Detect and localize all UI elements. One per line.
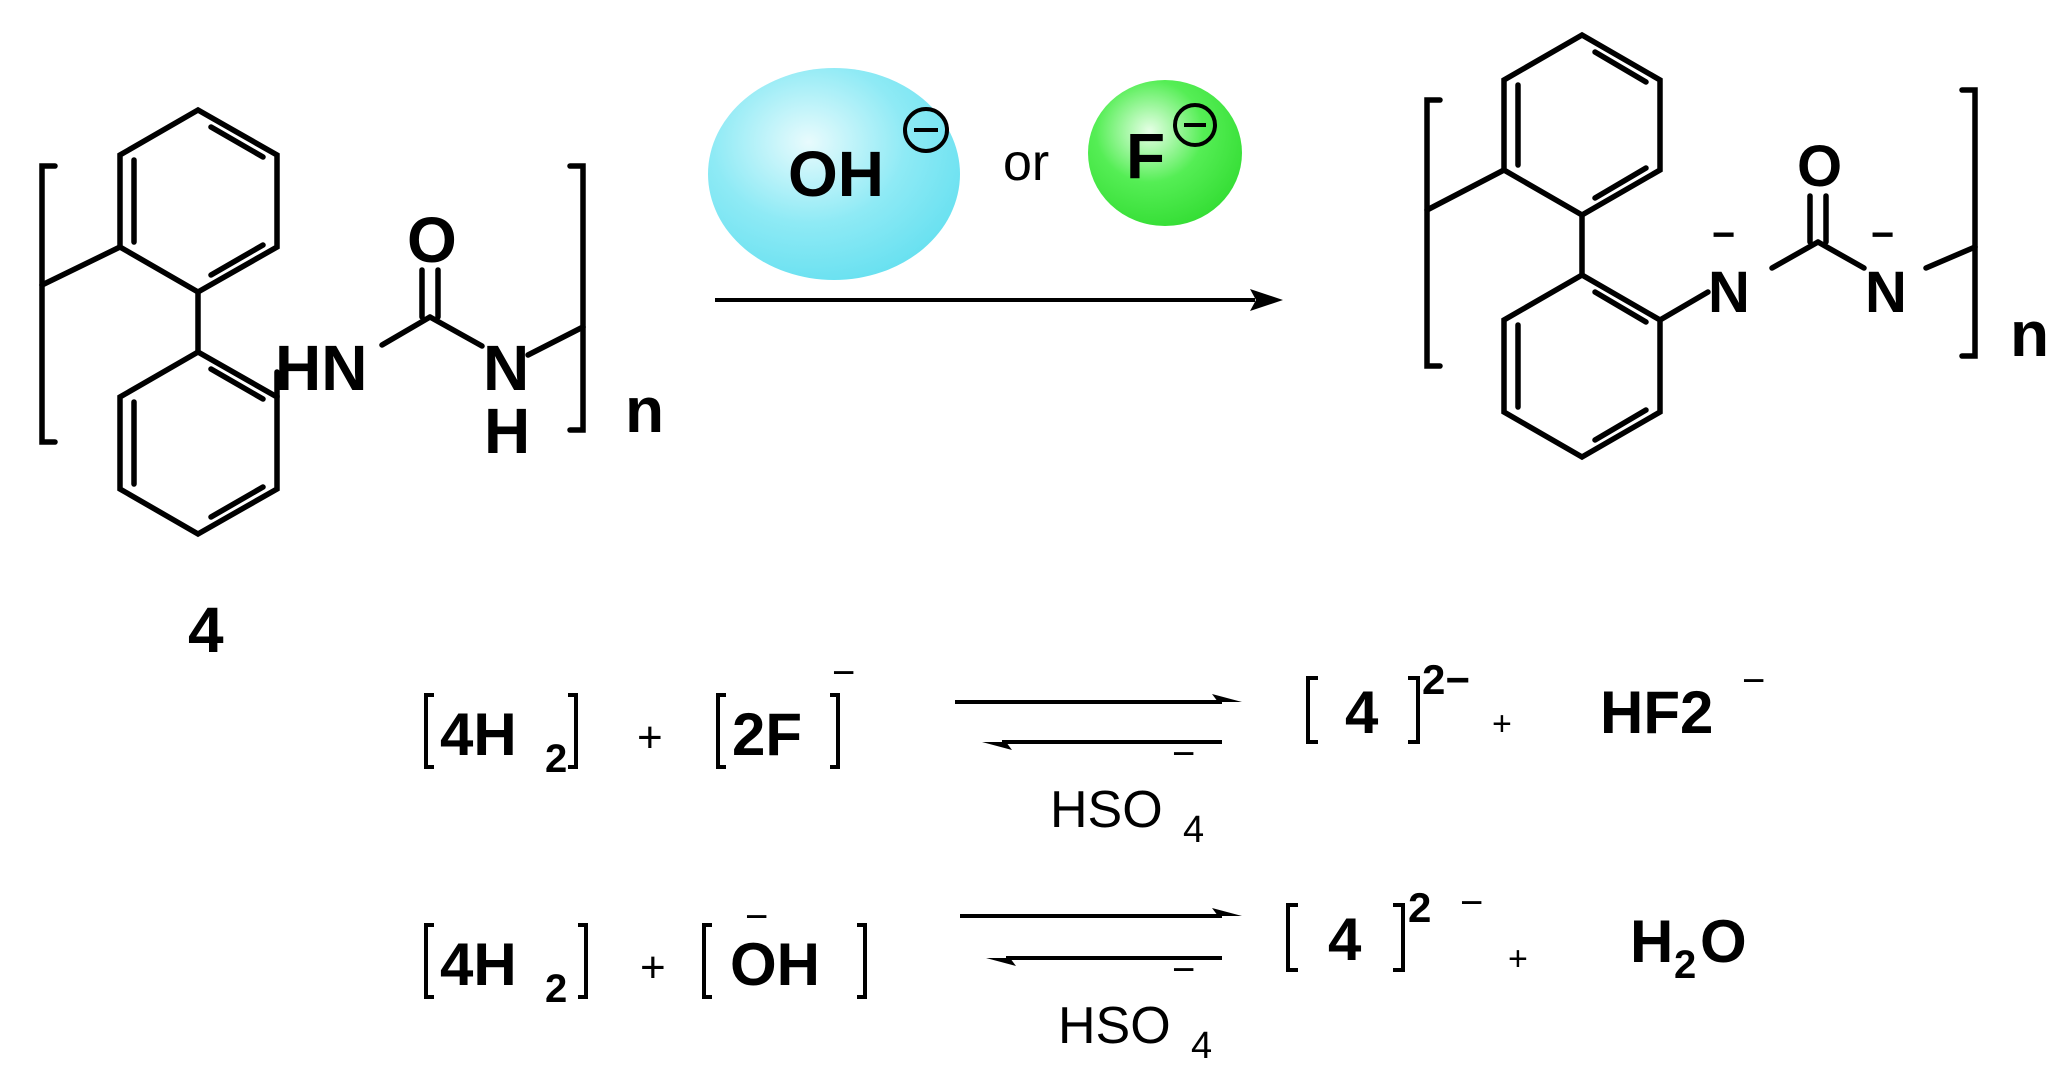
eq2-rhs-b-tail: O bbox=[1700, 908, 1747, 975]
product-left-bracket bbox=[1424, 97, 1443, 369]
hydroxide-bubble bbox=[708, 68, 960, 280]
eq2-rhs-a-charge: 2 bbox=[1408, 884, 1431, 931]
reactant-right-bracket bbox=[567, 163, 586, 433]
eq1-rhs-a-bracket-right bbox=[1408, 676, 1420, 744]
reagents: OH or F bbox=[708, 68, 1242, 280]
reactant-carbonyl-o: O bbox=[407, 204, 457, 276]
eq1-rhs-a: 4 bbox=[1345, 679, 1379, 746]
eq1-lhs-b: 2F bbox=[732, 701, 802, 768]
eq2-rhs-b: H bbox=[1630, 908, 1673, 975]
eq2-condition-charge: − bbox=[1172, 948, 1195, 992]
eq2-lhs-a-bracket-right bbox=[578, 923, 588, 999]
eq1-lhs-b-bracket-right bbox=[830, 693, 840, 769]
equation-hydroxide: 4H 2 + OH − − HSO 4 4 2 − + H 2 O bbox=[424, 881, 1747, 1067]
eq1-lhs-a-bracket-left bbox=[424, 693, 434, 769]
eq2-lhs-b-bracket-left bbox=[702, 923, 712, 999]
hydroxide-label: OH bbox=[788, 138, 884, 210]
reactant-lower-ring bbox=[117, 348, 280, 538]
reagent-or-label: or bbox=[1003, 134, 1049, 192]
product-n-right-charge: − bbox=[1871, 213, 1894, 257]
fluoride-label: F bbox=[1126, 120, 1165, 192]
eq1-lhs-a-bracket-right bbox=[568, 693, 578, 769]
reactant-upper-ring bbox=[117, 106, 280, 296]
eq2-rhs-b-sub: 2 bbox=[1674, 943, 1696, 987]
eq2-rhs-a: 4 bbox=[1328, 906, 1362, 973]
product-n-left: N bbox=[1708, 260, 1750, 325]
reactant-h-label: H bbox=[484, 395, 530, 467]
eq1-rhs-a-bracket-left bbox=[1306, 676, 1318, 744]
product-repeat-index: n bbox=[2010, 298, 2049, 370]
eq1-condition-sub: 4 bbox=[1183, 809, 1204, 851]
equation-fluoride: 4H 2 + 2F − − HSO 4 4 2− + HF2 − bbox=[424, 651, 1765, 851]
product-n-right: N bbox=[1865, 260, 1907, 325]
eq1-rhs-b: HF2 bbox=[1600, 679, 1713, 746]
fluoride-charge-circle bbox=[1173, 103, 1217, 147]
eq1-plus-1: + bbox=[637, 713, 663, 762]
eq1-lhs-b-bracket-left bbox=[716, 693, 726, 769]
eq1-plus-2: + bbox=[1492, 705, 1512, 743]
fluoride-bubble bbox=[1088, 80, 1242, 226]
compound-label: 4 bbox=[188, 594, 224, 666]
eq2-plus-1: + bbox=[640, 943, 666, 992]
product-structure: N − O N − n bbox=[1424, 31, 2049, 461]
eq2-lhs-a-bracket-left bbox=[424, 923, 434, 999]
hydroxide-charge-circle bbox=[903, 107, 949, 153]
product-n-left-charge: − bbox=[1712, 213, 1735, 257]
reactant-repeat-index: n bbox=[625, 374, 664, 446]
eq1-rhs-a-charge: 2− bbox=[1422, 656, 1470, 703]
reaction-arrow bbox=[715, 289, 1283, 311]
eq2-rhs-a-bracket-right bbox=[1393, 903, 1405, 972]
product-carbonyl-o: O bbox=[1797, 134, 1842, 199]
eq2-lhs-b-charge: − bbox=[745, 895, 768, 939]
eq1-condition: HSO bbox=[1050, 781, 1163, 839]
reactant-left-bracket bbox=[39, 163, 58, 445]
eq2-condition: HSO bbox=[1058, 997, 1171, 1055]
eq2-condition-sub: 4 bbox=[1191, 1025, 1212, 1067]
eq2-rhs-a-bracket-left bbox=[1286, 903, 1298, 972]
eq1-lhs-b-charge: − bbox=[832, 651, 855, 695]
eq1-lhs-a: 4H bbox=[440, 701, 517, 768]
reactant-structure: HN O N H n 4 bbox=[39, 106, 664, 666]
product-right-bracket bbox=[1959, 87, 1978, 359]
eq2-lhs-a-sub: 2 bbox=[545, 967, 567, 1011]
eq1-condition-charge: − bbox=[1172, 732, 1195, 776]
reactant-hn-label: HN bbox=[275, 332, 367, 404]
eq2-lhs-b-bracket-right bbox=[857, 923, 867, 999]
eq2-lhs-a: 4H bbox=[440, 931, 517, 998]
reactant-n-label: N bbox=[483, 332, 529, 404]
eq1-lhs-a-sub: 2 bbox=[545, 737, 567, 781]
eq2-lhs-b: OH bbox=[730, 931, 820, 998]
eq2-rhs-a-charge-minus: − bbox=[1460, 881, 1483, 925]
eq2-plus-2: + bbox=[1508, 940, 1528, 978]
eq1-rhs-b-charge: − bbox=[1742, 659, 1765, 703]
